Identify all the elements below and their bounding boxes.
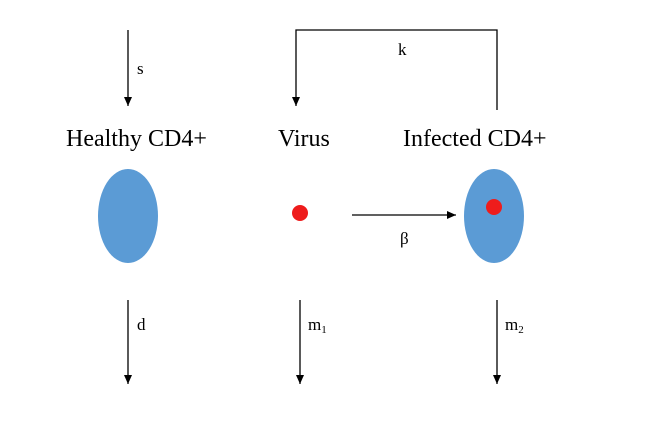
production-rate-label: k: [398, 40, 407, 59]
infected-death-symbol: m: [505, 315, 519, 334]
virus-clearance-subscript: 1: [321, 324, 327, 336]
source-rate-label: s: [137, 59, 144, 78]
virus-clearance-symbol: m: [308, 315, 322, 334]
infected-death-rate-label: m2: [505, 315, 524, 336]
healthy-cd4-label: Healthy CD4+: [66, 126, 207, 152]
infected-cell-shape: [464, 169, 524, 263]
infection-rate-label: β: [400, 229, 409, 248]
healthy-death-rate-label: d: [137, 315, 146, 334]
infected-cd4-label: Infected CD4+: [403, 126, 547, 152]
intracellular-virus: [486, 199, 502, 215]
virus-clearance-rate-label: m1: [308, 315, 327, 336]
infected-death-subscript: 2: [518, 324, 524, 336]
healthy-cell-shape: [98, 169, 158, 263]
production-loop-arrow: [292, 29, 498, 110]
virus-label: Virus: [278, 126, 330, 152]
virus-particle: [292, 205, 308, 221]
